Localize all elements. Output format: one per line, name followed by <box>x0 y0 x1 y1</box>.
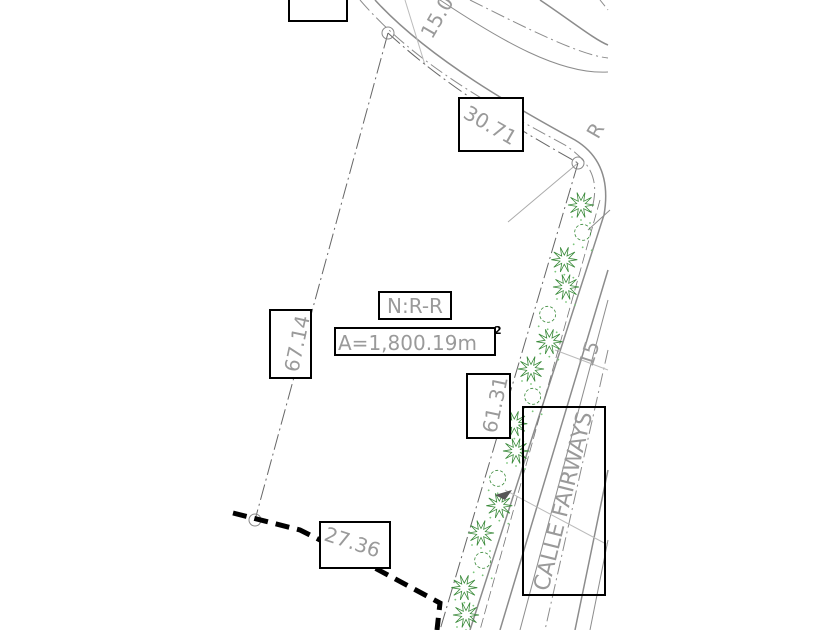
lot-name: N:R-R <box>387 294 443 318</box>
dimension-box <box>466 373 511 439</box>
lot-area-box <box>334 327 496 356</box>
street-name-box <box>522 406 606 596</box>
road-width-label: 15.0 <box>416 0 459 42</box>
ground-cover-dot <box>581 246 584 249</box>
ground-cover-dot <box>524 468 526 470</box>
vertex-marker <box>381 26 395 40</box>
ground-cover-dot <box>456 626 458 628</box>
ground-cover-dot <box>490 577 493 580</box>
ground-cover-dot <box>489 516 492 519</box>
ground-cover-dot <box>521 380 523 382</box>
ground-cover-dot <box>540 413 543 416</box>
ground-cover-dot <box>555 331 558 334</box>
radius-label: R <box>582 118 610 142</box>
ground-cover-dot <box>539 386 541 388</box>
lot-area: A=1,800.19m <box>338 331 477 355</box>
ground-cover-dot <box>487 489 490 492</box>
ground-cover-dot <box>571 216 573 218</box>
ground-cover-dot <box>556 298 558 300</box>
ground-cover-dot <box>481 574 484 577</box>
ground-cover-dot <box>471 544 473 546</box>
shrub-symbol <box>539 305 557 323</box>
shrub-symbol <box>489 469 507 487</box>
ground-cover-dot <box>546 328 549 331</box>
ground-cover-dot <box>539 352 542 355</box>
ground-cover-dot <box>565 301 567 303</box>
ground-cover-dot <box>489 550 491 552</box>
ground-cover-dot <box>531 410 534 413</box>
ground-cover-dot <box>480 547 482 549</box>
tree-symbol <box>567 192 595 218</box>
ground-cover-dot <box>454 598 457 601</box>
shrub-symbol <box>474 551 492 569</box>
tree-symbol <box>502 438 530 464</box>
ground-cover-dot <box>498 519 501 522</box>
ground-cover-dot <box>530 383 532 385</box>
ground-cover-dot <box>572 276 575 279</box>
tree-symbol <box>552 274 580 300</box>
tree-symbol <box>451 575 478 601</box>
north-arrow-icon <box>495 490 512 500</box>
ground-cover-dot <box>557 358 560 361</box>
ground-cover-dot <box>580 219 582 221</box>
planting-strip <box>451 192 601 630</box>
ground-cover-dot <box>563 273 566 276</box>
ground-cover-dot <box>515 465 517 467</box>
tree-symbol <box>467 520 495 546</box>
ground-cover-dot <box>590 249 593 252</box>
ground-cover-dot <box>496 492 499 495</box>
ground-cover-dot <box>572 243 575 246</box>
lot-name-box <box>378 291 452 320</box>
ground-cover-dot <box>472 571 475 574</box>
tree-symbol <box>452 602 480 628</box>
tree-symbol <box>536 329 563 355</box>
dimension-box <box>319 521 391 569</box>
tree-symbol <box>551 247 578 273</box>
tree-symbol <box>486 493 513 519</box>
ground-cover-dot <box>554 270 557 273</box>
ground-cover-dot <box>589 222 591 224</box>
ground-cover-dot <box>513 437 516 440</box>
shrub-symbol <box>574 223 592 241</box>
dimension-box <box>288 0 348 22</box>
ground-cover-dot <box>507 522 510 525</box>
area-superscript: 2 <box>494 324 502 337</box>
road-linework <box>359 0 620 630</box>
dimension-box <box>269 309 312 379</box>
ground-cover-dot <box>574 304 576 306</box>
ground-cover-dot <box>463 601 466 604</box>
ground-cover-dot <box>506 462 508 464</box>
ground-cover-dot <box>548 355 551 358</box>
road-width-label-right: 15 <box>574 338 605 370</box>
tree-symbol <box>517 356 545 382</box>
ground-cover-dot <box>537 325 540 328</box>
vertex-marker <box>571 156 585 170</box>
dimension-box <box>458 97 524 152</box>
ground-cover-dot <box>472 604 475 607</box>
shrub-symbol <box>524 387 542 405</box>
